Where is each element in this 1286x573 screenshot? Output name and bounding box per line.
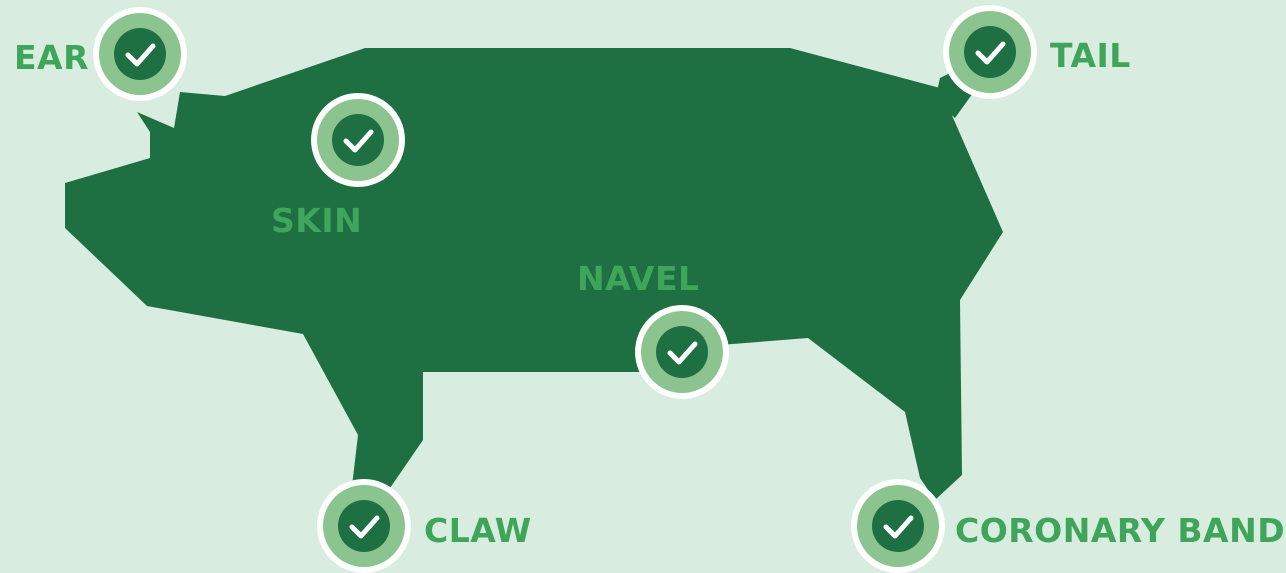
tail-label: TAIL: [1050, 36, 1131, 75]
skin-label: SKIN: [271, 201, 362, 240]
skin-check-icon: [311, 93, 405, 187]
pig-silhouette: [65, 48, 1003, 500]
coronary-band-label: CORONARY BAND: [955, 511, 1285, 550]
ear-check-icon: [93, 7, 187, 101]
navel-label: NAVEL: [577, 259, 700, 298]
navel-check-icon: [635, 305, 729, 399]
claw-check-icon: [317, 479, 411, 573]
tail-check-icon: [943, 5, 1037, 99]
coronary-band-check-icon: [851, 479, 945, 573]
ear-label: EAR: [14, 38, 89, 77]
claw-label: CLAW: [424, 511, 532, 550]
